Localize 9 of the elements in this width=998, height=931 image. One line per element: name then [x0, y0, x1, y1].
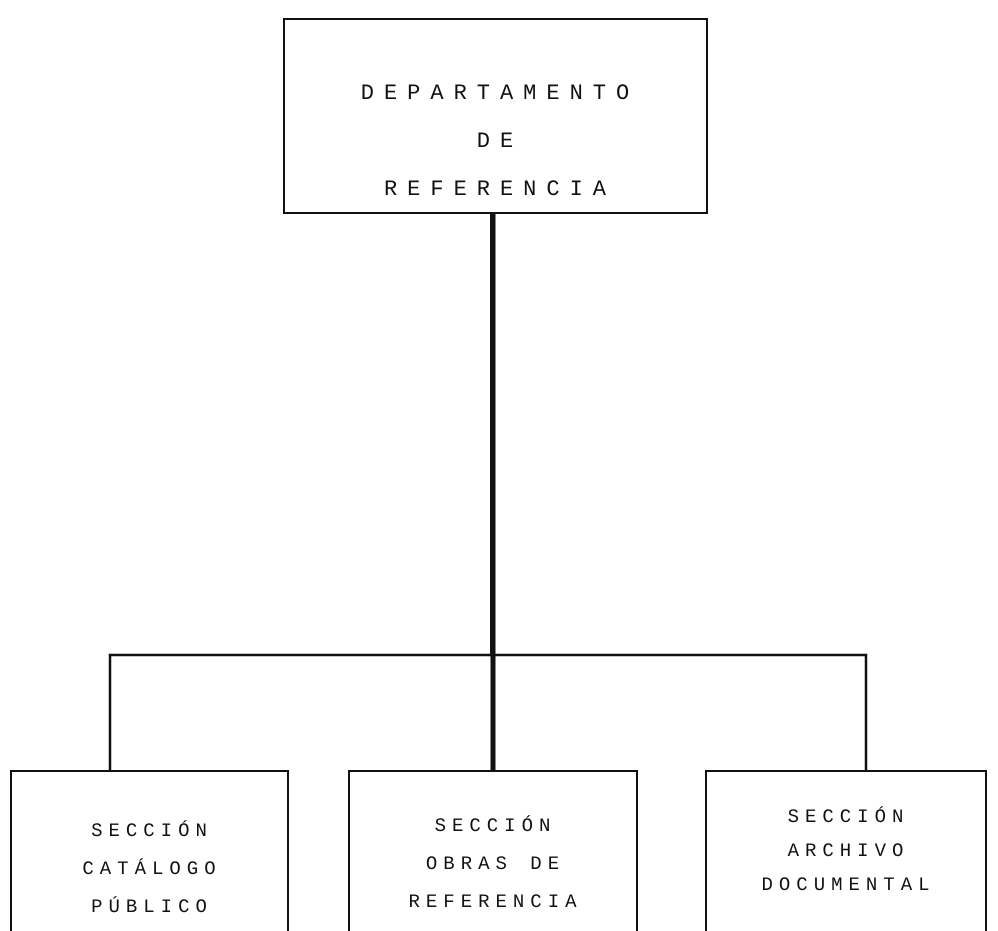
section-name: SECCIÓN CATÁLOGO PÚBLICO: [81, 819, 223, 920]
section-box: [10, 770, 289, 931]
section-box: [348, 770, 638, 931]
department-name: DEPARTAMENTO DE REFERENCIA: [360, 80, 640, 204]
connector-line: [490, 214, 496, 770]
department-box: [283, 18, 708, 214]
section-box: [705, 770, 987, 931]
section-name: SECCIÓN OBRAS DE REFERENCIA: [407, 814, 584, 915]
section-name: SECCIÓN ARCHIVO DOCUMENTAL: [760, 805, 937, 898]
